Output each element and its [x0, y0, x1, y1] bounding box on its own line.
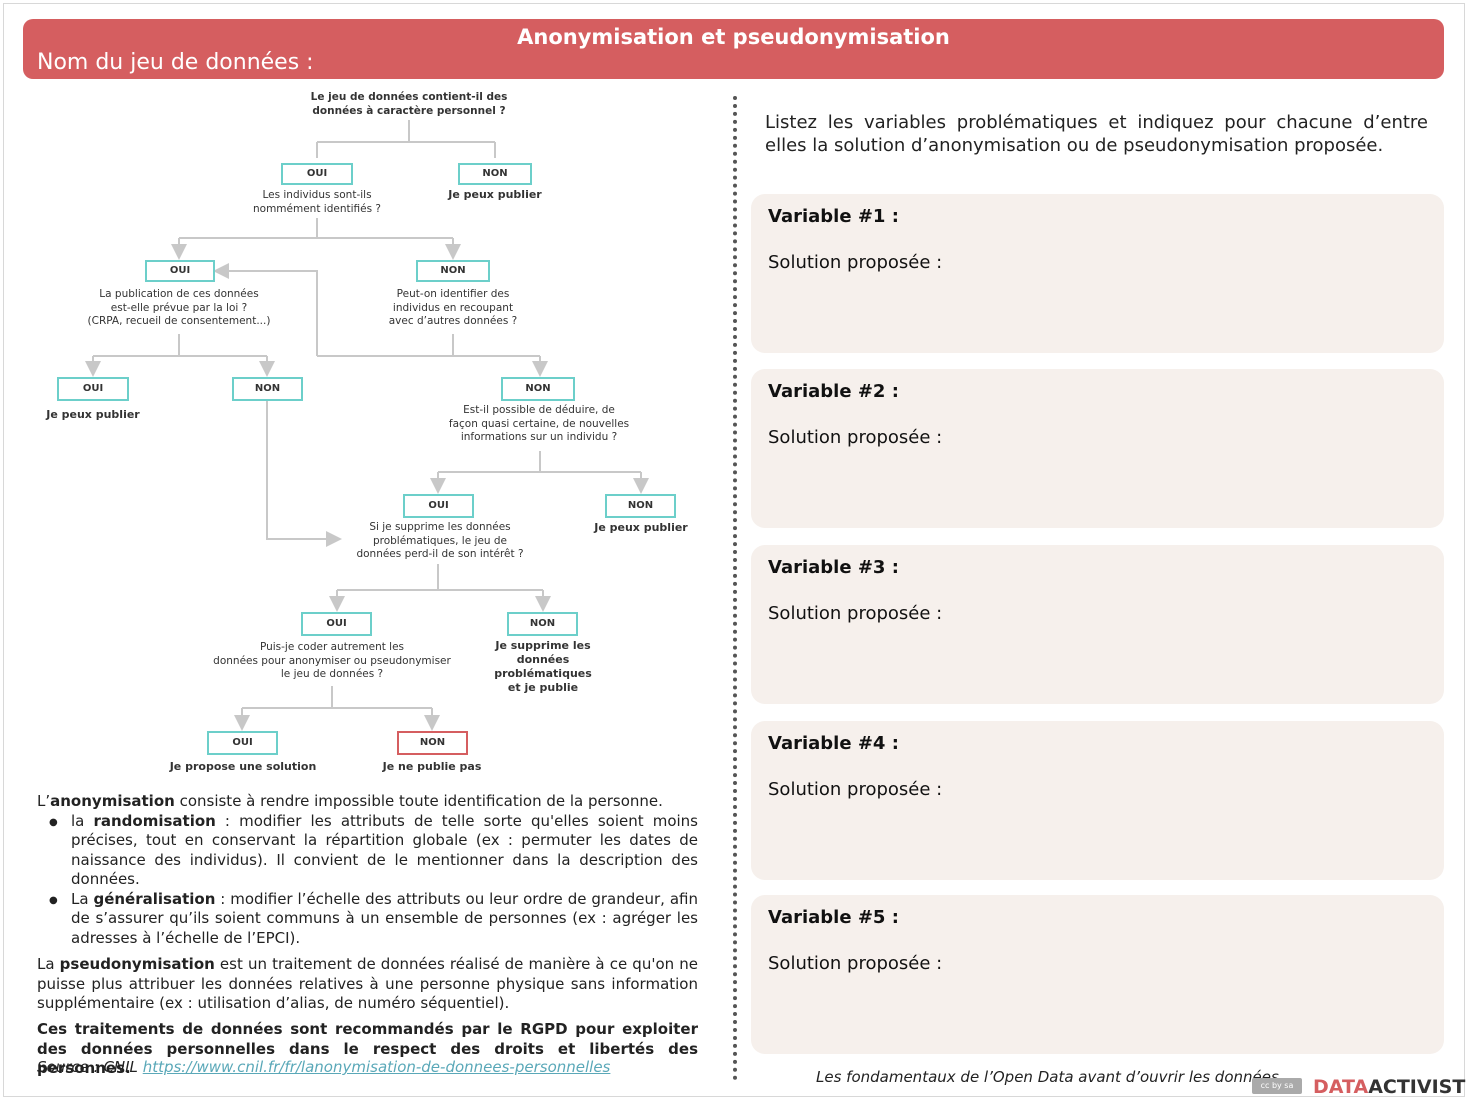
q1-yes-box: OUI — [281, 163, 353, 185]
variable-title: Variable #5 : — [768, 907, 899, 928]
q5-no-box: NON — [605, 494, 676, 518]
bullet-randomisation: la randomisation : modifier les attribut… — [49, 812, 698, 890]
vertical-divider — [733, 96, 737, 1081]
q3-no-box: NON — [232, 377, 303, 401]
q5-no-result: Je peux publier — [594, 521, 688, 534]
q1-no-box: NON — [458, 163, 532, 185]
source-line: Source : CNIL https://www.cnil.fr/fr/lan… — [37, 1058, 611, 1076]
rgpd-note: Ces traitements de données sont recomman… — [37, 1020, 698, 1077]
solution-label: Solution proposée : — [768, 252, 943, 273]
header-banner: Anonymisation et pseudonymisation Nom du… — [23, 19, 1444, 79]
q6-yes-box: OUI — [301, 612, 372, 636]
page-title: Anonymisation et pseudonymisation — [517, 25, 950, 49]
flowchart-connectors — [0, 120, 649, 800]
variable-title: Variable #1 : — [768, 206, 899, 227]
variable-card-2[interactable]: Variable #2 : Solution proposée : — [751, 369, 1444, 528]
variable-title: Variable #2 : — [768, 381, 899, 402]
q4-no-box: NON — [501, 377, 575, 401]
footer-tagline: Les fondamentaux de l’Open Data avant d’… — [816, 1068, 1279, 1086]
q7-yes-box: OUI — [207, 731, 278, 755]
q1-no-result: Je peux publier — [448, 188, 542, 201]
q5-yes-box: OUI — [403, 494, 474, 518]
q2-yes-box: OUI — [145, 260, 215, 282]
variable-card-1[interactable]: Variable #1 : Solution proposée : — [751, 194, 1444, 353]
solution-label: Solution proposée : — [768, 427, 943, 448]
q3-yes-result: Je peux publier — [46, 408, 140, 421]
variable-title: Variable #3 : — [768, 557, 899, 578]
q3-yes-box: OUI — [57, 377, 129, 401]
brand-logo: DATAACTIVIST — [1313, 1076, 1466, 1098]
q2-no-box: NON — [416, 260, 490, 282]
variable-card-4[interactable]: Variable #4 : Solution proposée : — [751, 721, 1444, 880]
anonymisation-definition: L’anonymisation consiste à rendre imposs… — [37, 792, 698, 948]
variable-title: Variable #4 : — [768, 733, 899, 754]
license-badge-icon: cc by sa — [1252, 1078, 1302, 1094]
q7-no-result: Je ne publie pas — [382, 760, 482, 773]
bullet-generalisation: La généralisation : modifier l’échelle d… — [49, 890, 698, 949]
variable-card-3[interactable]: Variable #3 : Solution proposée : — [751, 545, 1444, 704]
variable-card-5[interactable]: Variable #5 : Solution proposée : — [751, 895, 1444, 1054]
solution-label: Solution proposée : — [768, 603, 943, 624]
solution-label: Solution proposée : — [768, 953, 943, 974]
solution-label: Solution proposée : — [768, 779, 943, 800]
q7-yes-result: Je propose une solution — [169, 760, 317, 773]
q6-no-box: NON — [507, 612, 578, 636]
dataset-name-label: Nom du jeu de données : — [37, 50, 314, 75]
pseudonymisation-definition: La pseudonymisation est un traitement de… — [37, 955, 698, 1012]
source-link[interactable]: https://www.cnil.fr/fr/lanonymisation-de… — [142, 1058, 611, 1076]
q7-no-box: NON — [397, 731, 468, 755]
instructions: Listez les variables problématiques et i… — [765, 112, 1428, 156]
page-frame — [3, 3, 1465, 1097]
